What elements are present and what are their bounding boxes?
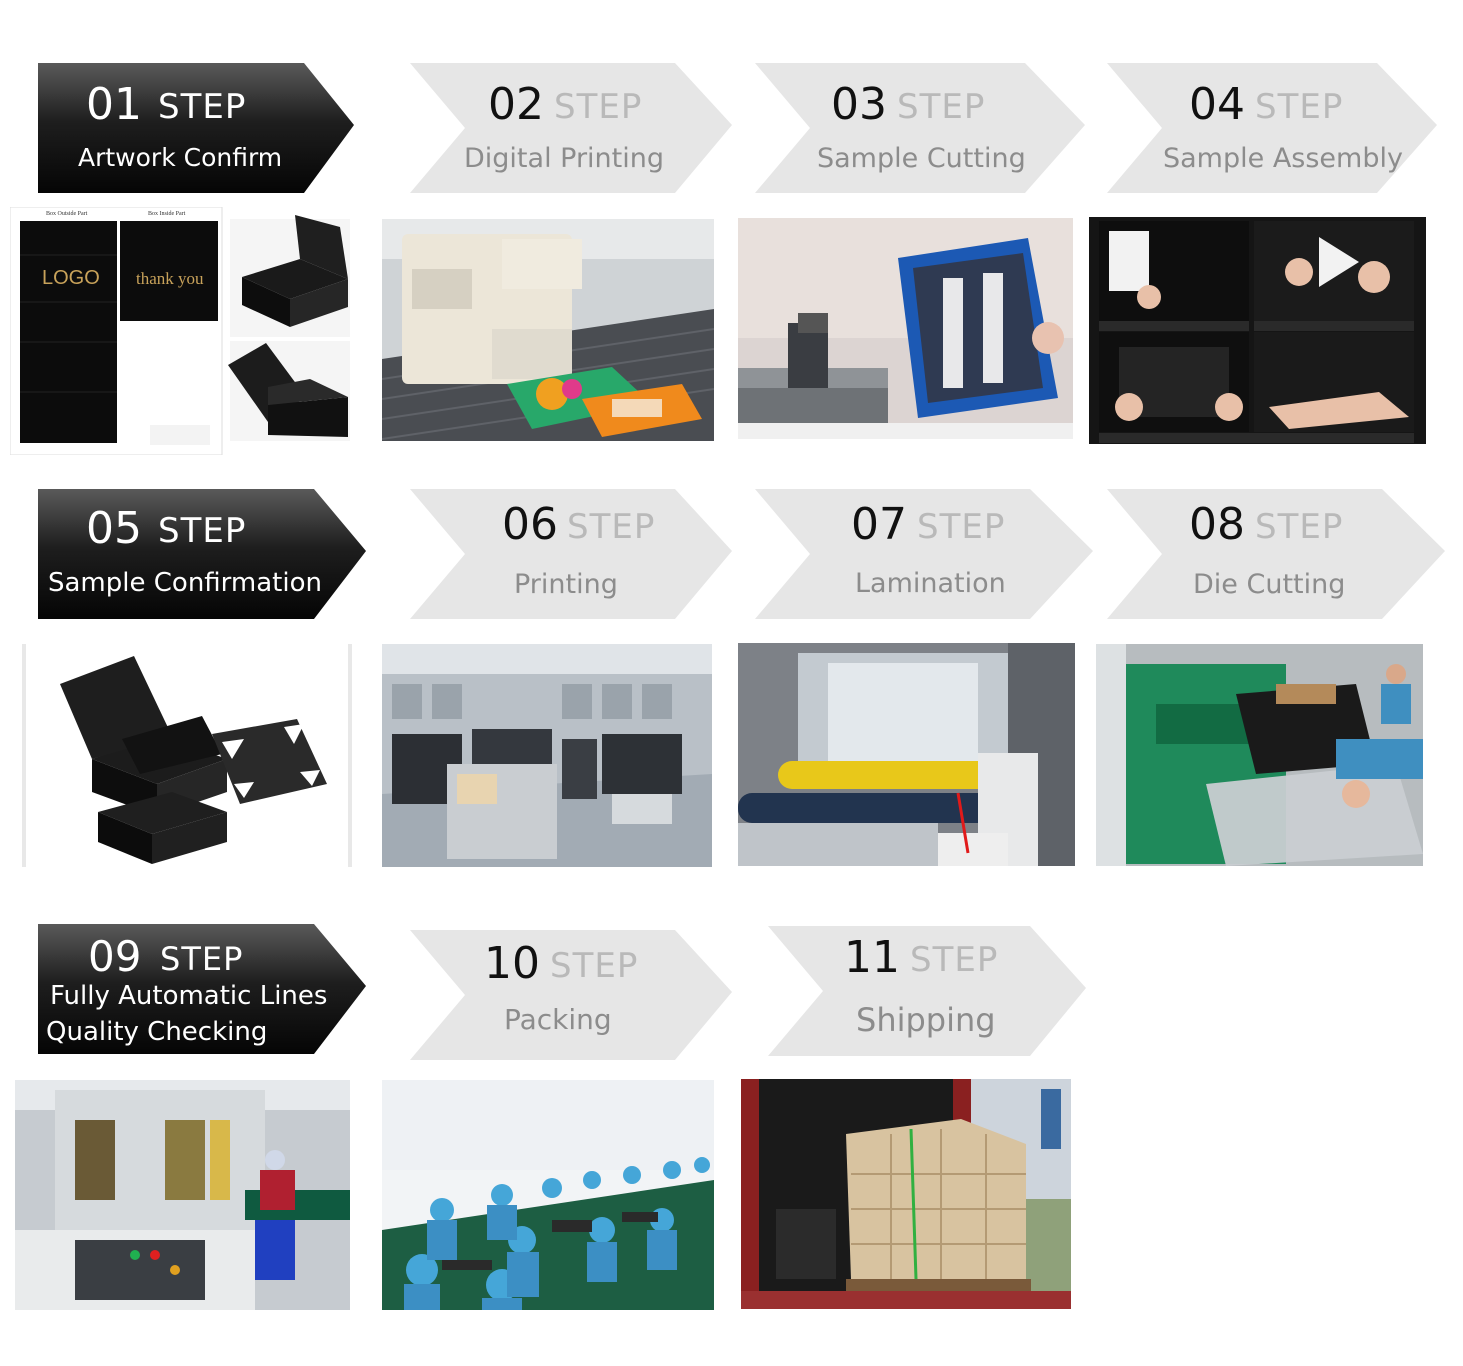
lamination-illustration	[738, 643, 1075, 866]
boxes-illustration	[22, 644, 352, 867]
outside-part-label: Box Outside Part	[46, 211, 88, 217]
sample-assembly-photo	[1089, 217, 1426, 444]
step-title: Fully Automatic Lines	[50, 981, 328, 1011]
step-number: 10	[484, 938, 540, 989]
inside-part-label: Box Inside Part	[148, 211, 186, 217]
packing-photo	[382, 1080, 714, 1310]
arrow-banner-light	[755, 489, 1093, 619]
artwork-photo: Box Outside Part Box Inside Part LOGO th…	[10, 207, 353, 455]
step-word: STEP	[910, 940, 999, 980]
printer-illustration	[382, 219, 714, 441]
automatic-lines-illustration	[15, 1080, 350, 1310]
step-number: 07	[851, 499, 907, 550]
step-word: STEP	[554, 87, 643, 127]
step-word: STEP	[160, 940, 244, 978]
step-03-banner: 03 STEP Sample Cutting	[755, 63, 1085, 193]
logo-text: LOGO	[42, 267, 100, 289]
step-11-banner: 11 STEP Shipping	[768, 926, 1088, 1056]
step-07-banner: 07 STEP Lamination	[755, 489, 1093, 619]
step-02-banner: 02 STEP Digital Printing	[410, 63, 732, 193]
step-number: 03	[831, 79, 887, 130]
arrow-banner-light	[755, 63, 1085, 193]
arrow-banner-dark	[38, 489, 366, 619]
arrow-banner-dark	[38, 63, 354, 193]
step-title: Sample Cutting	[817, 143, 1026, 174]
step-word: STEP	[158, 511, 247, 551]
step-word: STEP	[567, 507, 656, 547]
assembly-illustration	[1089, 217, 1426, 444]
arrow-banner-light	[410, 63, 732, 193]
step-title: Packing	[504, 1003, 612, 1036]
step-title: Sample Confirmation	[48, 568, 322, 598]
arrow-banner-light	[1107, 489, 1445, 619]
step-word: STEP	[1255, 507, 1344, 547]
step-08-banner: 08 STEP Die Cutting	[1107, 489, 1445, 619]
printing-photo	[382, 644, 712, 867]
step-word: STEP	[917, 507, 1006, 547]
step-number: 06	[502, 499, 558, 550]
step-number: 11	[844, 932, 900, 983]
automatic-lines-photo	[15, 1080, 350, 1310]
arrow-banner-light	[1107, 63, 1437, 193]
step-number: 04	[1189, 79, 1245, 130]
arrow-banner-dark	[38, 924, 366, 1054]
step-word: STEP	[550, 946, 639, 986]
step-10-banner: 10 STEP Packing	[410, 930, 732, 1060]
step-number: 05	[86, 503, 142, 554]
step-title: Printing	[514, 569, 618, 600]
cutting-illustration	[738, 218, 1073, 439]
die-cutting-photo	[1096, 644, 1423, 866]
step-word: STEP	[1255, 87, 1344, 127]
printing-factory-illustration	[382, 644, 712, 867]
die-cutting-illustration	[1096, 644, 1423, 866]
shipping-photo	[741, 1079, 1071, 1309]
step-number: 01	[86, 79, 142, 130]
step-04-banner: 04 STEP Sample Assembly	[1107, 63, 1437, 193]
sample-boxes-photo	[22, 644, 352, 867]
step-title: Digital Printing	[464, 143, 665, 174]
step-title: Artwork Confirm	[78, 143, 283, 172]
thankyou-text: thank you	[136, 269, 204, 288]
arrow-banner-light	[410, 930, 732, 1060]
step-title: Lamination	[855, 568, 1006, 599]
step-09-banner: 09 STEP Fully Automatic Lines Quality Ch…	[36, 924, 368, 1054]
step-number: 02	[488, 79, 544, 130]
step-06-banner: 06 STEP Printing	[410, 489, 732, 619]
digital-printing-photo	[382, 219, 714, 441]
artwork-illustration	[10, 207, 350, 455]
step-title-line2: Quality Checking	[46, 1017, 268, 1047]
step-01-banner: 01 STEP Artwork Confirm	[36, 63, 356, 193]
step-number: 09	[88, 932, 142, 981]
step-05-banner: 05 STEP Sample Confirmation	[36, 489, 368, 619]
packing-illustration	[382, 1080, 714, 1310]
arrow-banner-light	[768, 926, 1086, 1056]
step-number: 08	[1189, 499, 1245, 550]
step-title: Die Cutting	[1193, 569, 1346, 600]
step-title: Sample Assembly	[1163, 143, 1403, 174]
arrow-banner-light	[410, 489, 732, 619]
sample-cutting-photo	[738, 218, 1073, 439]
step-word: STEP	[897, 87, 986, 127]
step-title: Shipping	[856, 1001, 996, 1039]
shipping-illustration	[741, 1079, 1071, 1309]
step-word: STEP	[158, 87, 247, 127]
lamination-photo	[738, 643, 1075, 866]
